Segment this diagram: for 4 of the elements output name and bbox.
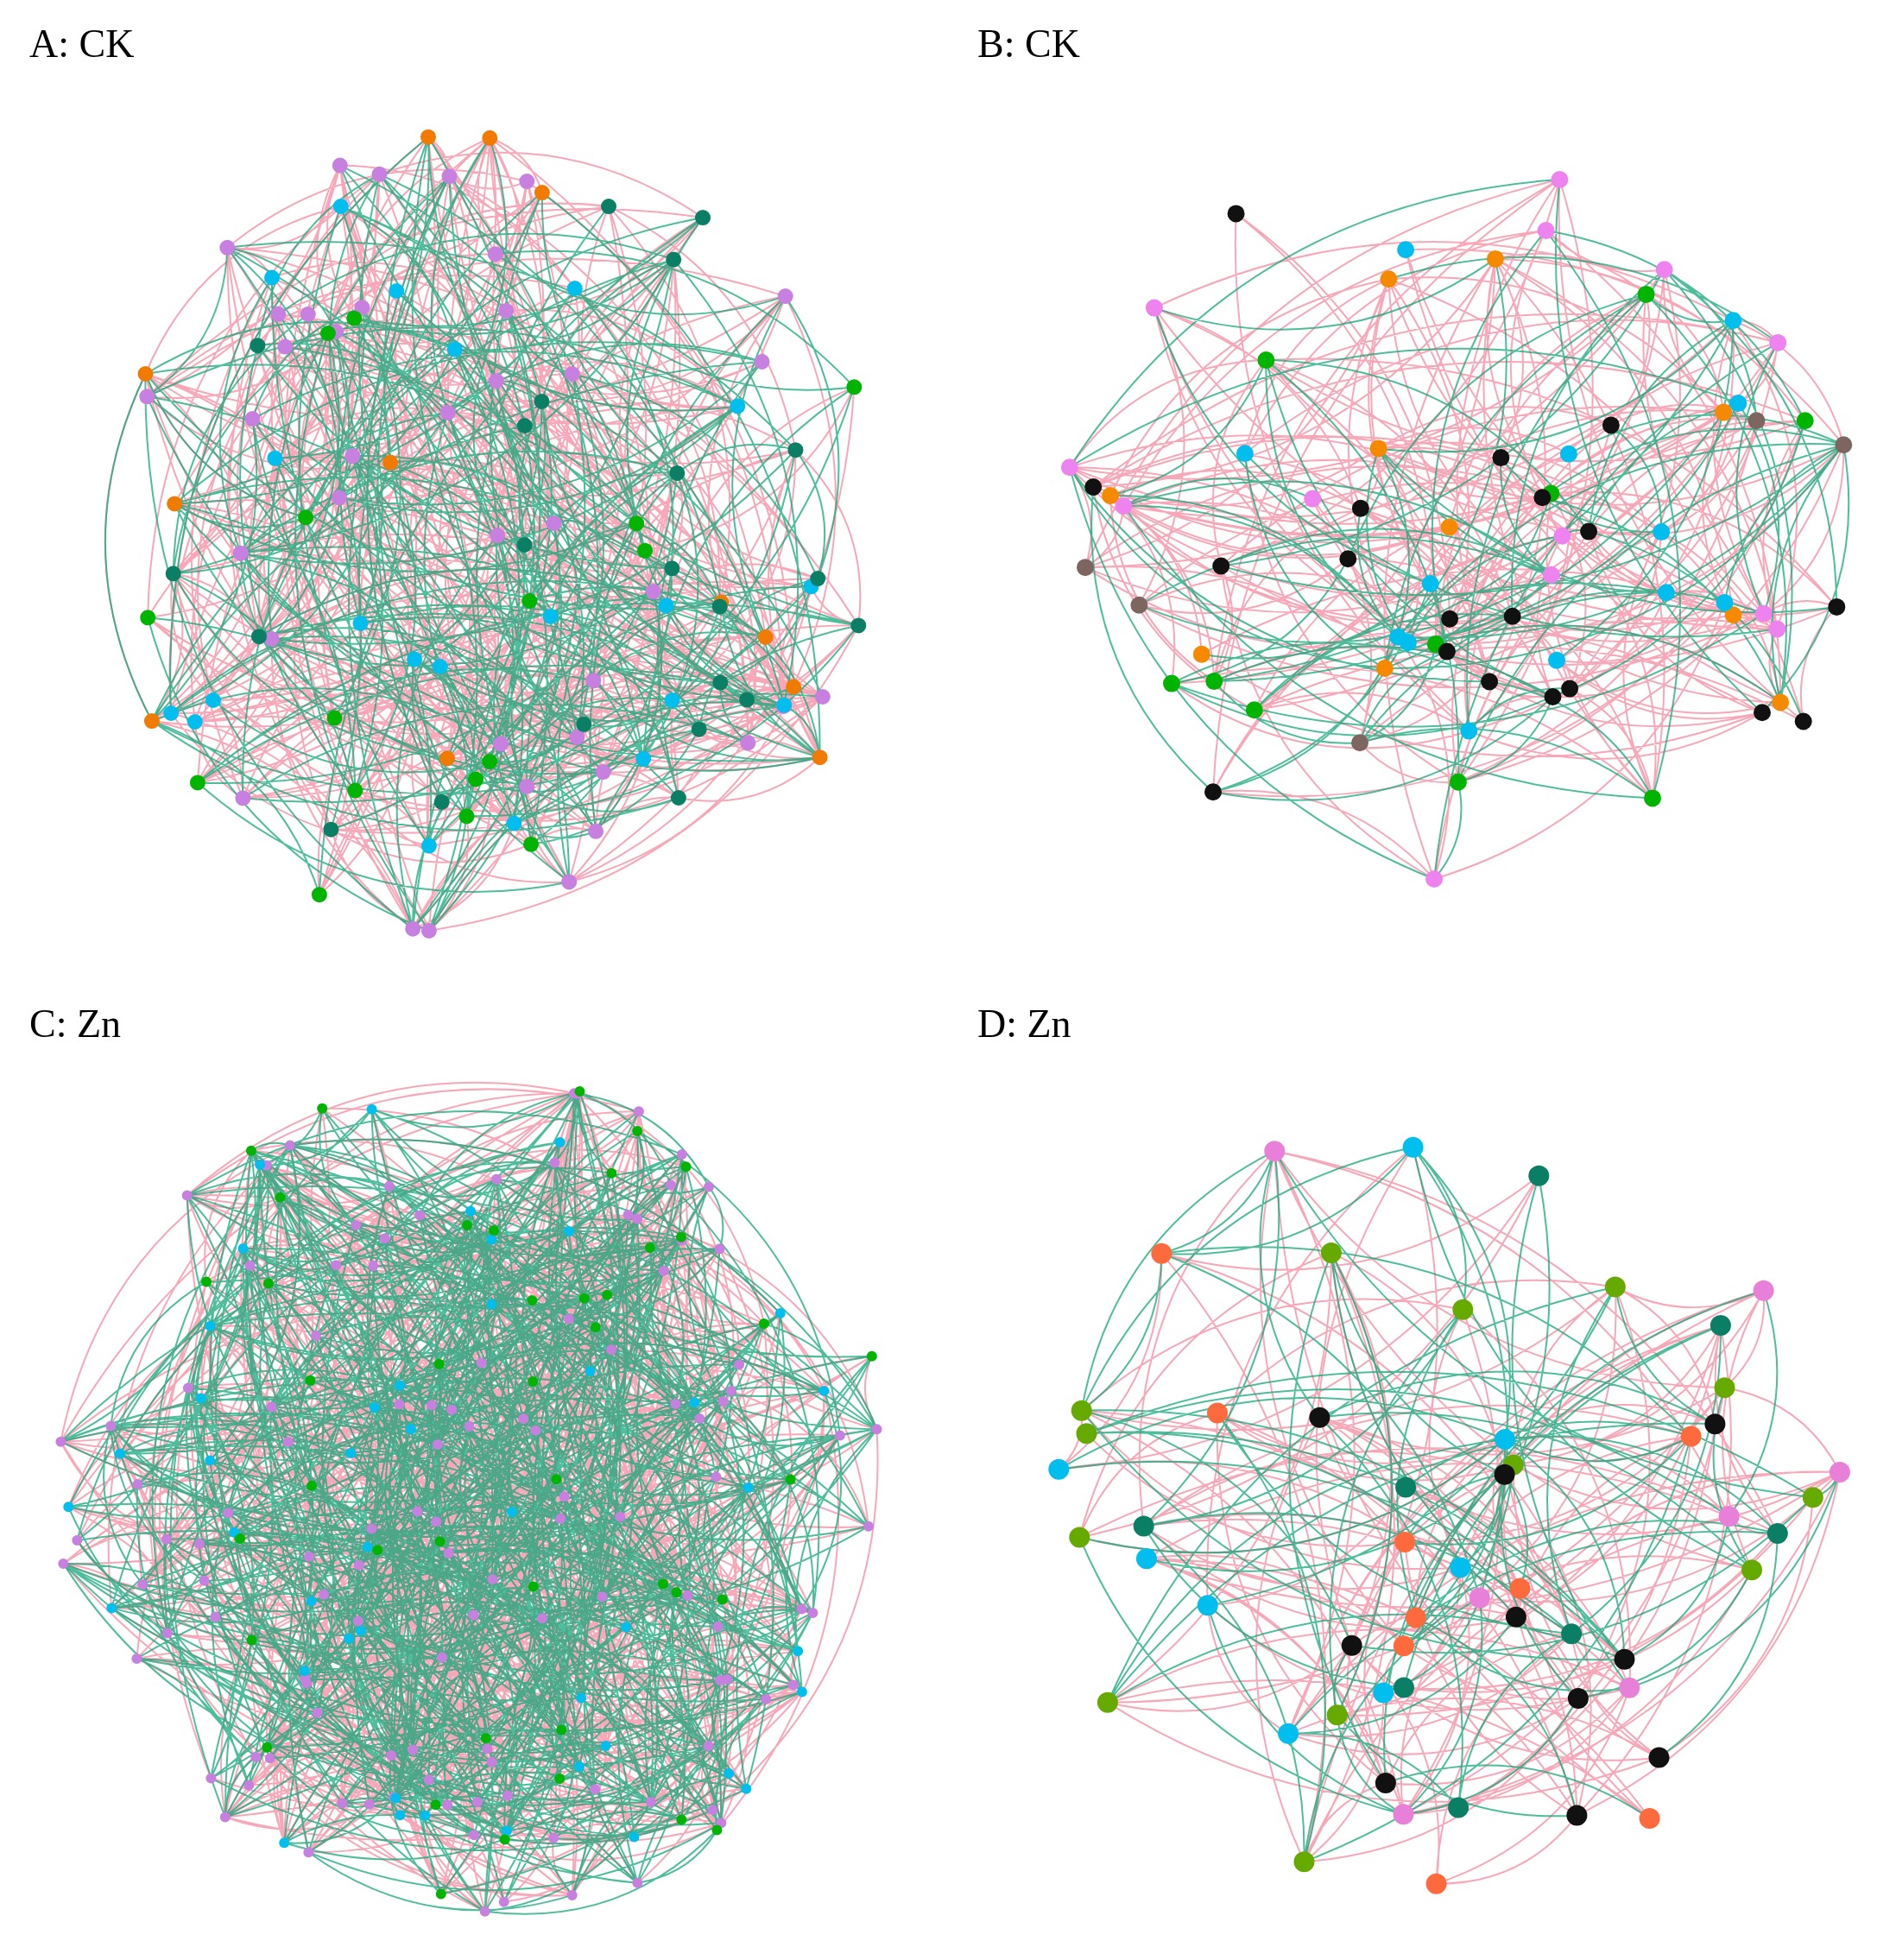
panel-label: A: CK <box>29 24 135 64</box>
panel-label: B: CK <box>977 24 1080 64</box>
panel-label: C: Zn <box>29 1004 122 1044</box>
panel-label: D: Zn <box>977 1004 1071 1044</box>
